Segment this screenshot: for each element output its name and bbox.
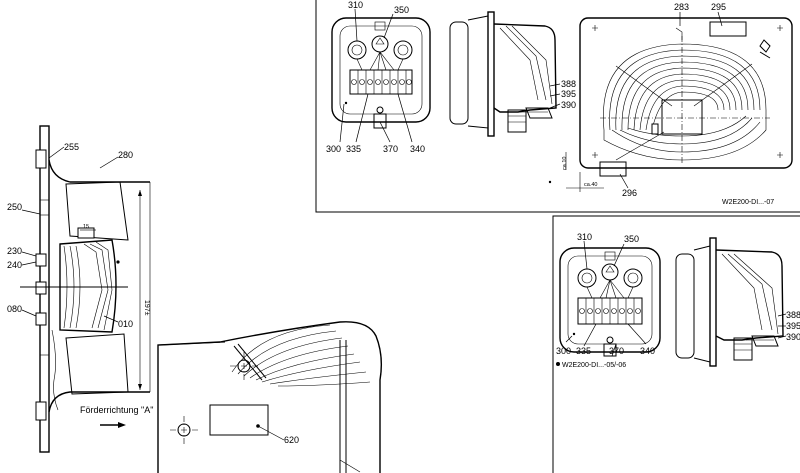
front-label-296: 296: [622, 188, 637, 198]
blade-upper: [65, 181, 129, 241]
label-plate: [209, 404, 269, 436]
frame-top-right: [315, 0, 800, 213]
front-label-295: 295: [711, 2, 726, 12]
box1-label-370: 370: [383, 144, 398, 154]
terminal-cells-1: [351, 70, 412, 94]
label-080: 080: [7, 304, 22, 314]
box1-label-350: 350: [394, 5, 409, 15]
label-250: 250: [7, 202, 22, 212]
box1-label-310: 310: [348, 0, 363, 10]
box2-label-370: 370: [609, 346, 624, 356]
box2-label-300: 300: [556, 346, 571, 356]
side2-label-395: 395: [786, 321, 800, 331]
side1-label-388: 388: [561, 79, 576, 89]
label-010: 010: [118, 319, 133, 329]
label-230: 230: [7, 246, 22, 256]
side1-label-395: 395: [561, 89, 576, 99]
fan-side-view: 197± 15 255 280 250 230 240 080 010 Förd…: [7, 125, 153, 453]
front-label-283: 283: [674, 2, 689, 12]
direction-text: Förderrichtung "A": [80, 405, 153, 415]
box1-label-340: 340: [410, 144, 425, 154]
side1-label-390: 390: [561, 100, 576, 110]
label-240: 240: [7, 260, 22, 270]
dim-ca10: ca.10: [562, 157, 568, 170]
shroud-bottom: [48, 391, 150, 413]
box2-label-335: 335: [576, 346, 591, 356]
rating-plate-295: [709, 21, 747, 37]
blade-lower: [65, 333, 129, 395]
box1-label-300: 300: [326, 144, 341, 154]
hand-symbol: [759, 39, 771, 59]
box2-label-350: 350: [624, 234, 639, 244]
terminal-box-2: 310 350 300 335 370 340 W2E200-DI...-05/…: [556, 232, 661, 369]
shroud-top: [48, 159, 150, 183]
side-view-1: 388 395 390: [449, 11, 576, 137]
motor-hub: [20, 227, 128, 333]
label-255: 255: [64, 142, 79, 152]
dim-ca40: ca.40: [584, 182, 597, 188]
side2-label-388: 388: [786, 310, 800, 320]
plate-296: [599, 161, 627, 177]
variant-07: W2E200-DI...-07: [722, 199, 774, 206]
cable: [51, 329, 59, 411]
front-view: 283 295 296 ca.10 ca.40 W2E200-DI...-07: [548, 2, 793, 206]
label-280: 280: [118, 150, 133, 160]
box2-label-310: 310: [577, 232, 592, 242]
detail-view: 620: [157, 321, 383, 473]
frame-bottom-right: [552, 215, 800, 473]
variant-05-06: W2E200-DI...-05/-06: [562, 362, 626, 369]
terminal-box-1: 310 350 300 335 370 340: [326, 0, 431, 154]
side2-label-390: 390: [786, 332, 800, 342]
plate-bolts: [35, 149, 49, 421]
terminal-cells-2: [579, 298, 641, 324]
spiral-guard: [603, 43, 767, 161]
box1-label-335: 335: [346, 144, 361, 154]
svg-text:15: 15: [83, 224, 89, 230]
dim-vertical: 197±: [143, 300, 150, 316]
box2-label-340: 340: [640, 346, 655, 356]
label-620: 620: [284, 435, 299, 445]
side-view-2: 388 395 390: [675, 237, 800, 367]
